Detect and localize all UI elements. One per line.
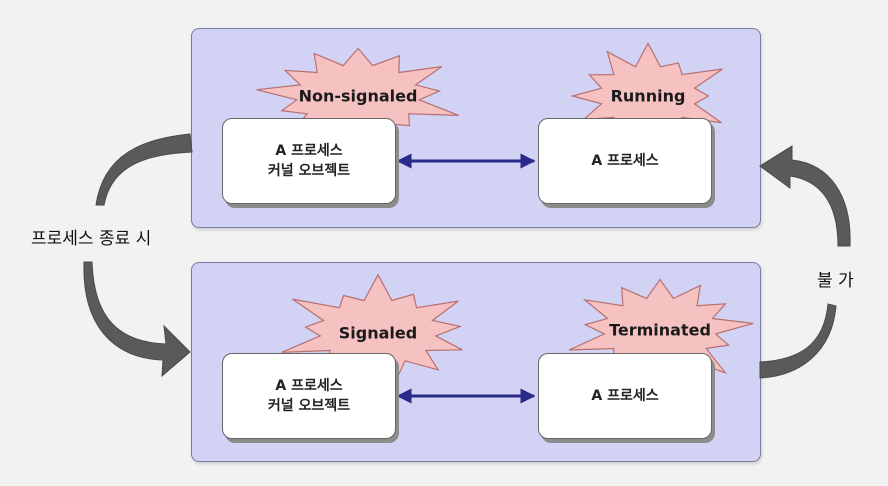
right-curve-lower [759,303,837,379]
right-curve-upper-arrow [759,145,851,247]
node-bottom-right-process: A 프로세스 [538,353,712,439]
left-curve-lower-arrow [83,261,191,378]
node-bottom-left-kernel-object: A 프로세스 커널 오브젝트 [222,353,396,439]
left-curve-upper [95,133,193,206]
node-line: A 프로세스 [275,142,343,159]
label-process-terminated: 프로세스 종료 시 [27,222,156,251]
node-line: A 프로세스 [275,377,343,394]
node-line: 커널 오브젝트 [267,163,351,179]
burst-label-running: Running [610,86,686,106]
burst-label-signaled: Signaled [338,323,418,343]
label-impossible: 불 가 [813,264,858,293]
node-top-left-kernel-object: A 프로세스 커널 오브젝트 [222,118,396,204]
node-line: A 프로세스 [591,152,659,169]
burst-label-terminated: Terminated [609,320,711,340]
burst-label-non-signaled: Non-signaled [298,86,418,106]
node-top-right-process: A 프로세스 [538,118,712,204]
node-line: 커널 오브젝트 [267,398,351,414]
node-line: A 프로세스 [591,387,659,404]
